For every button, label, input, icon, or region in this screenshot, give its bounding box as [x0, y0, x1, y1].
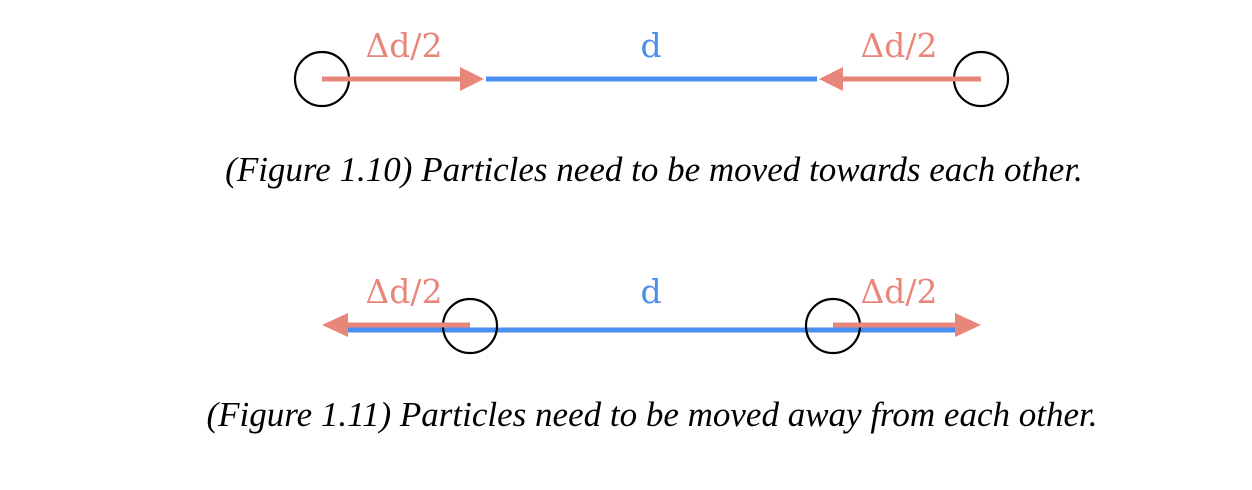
figure-caption: (Figure 1.10) Particles need to be moved… — [225, 150, 1083, 189]
left-arrow — [322, 313, 470, 337]
figure-1-11: Δd/2 d Δd/2 (Figure 1.11) Particles need… — [207, 272, 1098, 434]
right-delta-label: Δd/2 — [860, 26, 937, 65]
distance-label: d — [640, 26, 661, 65]
right-delta-label: Δd/2 — [860, 272, 937, 311]
left-delta-label: Δd/2 — [365, 272, 442, 311]
figure-1-10: Δd/2 d Δd/2 (Figure 1.10) Particles need… — [225, 26, 1083, 189]
figure-caption: (Figure 1.11) Particles need to be moved… — [207, 395, 1098, 434]
left-delta-label: Δd/2 — [365, 26, 442, 65]
left-arrow — [322, 67, 484, 91]
distance-label: d — [640, 272, 661, 311]
right-arrow — [833, 313, 981, 337]
right-arrow — [819, 67, 981, 91]
